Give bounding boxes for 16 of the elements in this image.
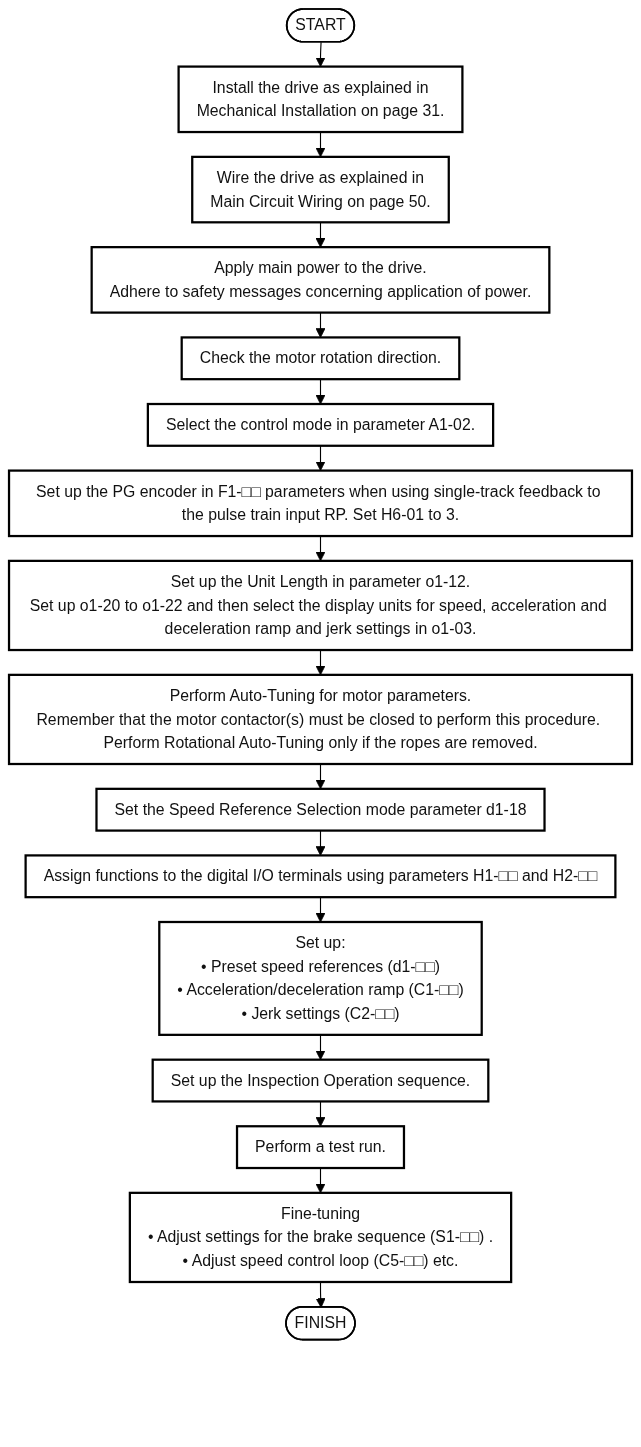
node-box: Check the motor rotation direction. — [180, 336, 461, 381]
node-box: Set up the Inspection Operation sequence. — [151, 1058, 490, 1103]
node-box: Set up the Unit Length in parameter o1-12. Set up o1-20 to o1-22 and then select the display units for speed, acceleration and deceleration ramp and jerk settings in o1-03. — [7, 559, 634, 652]
node-box: Install the drive as explained in Mechanical Installation on page 31. — [177, 65, 464, 134]
node-box: Perform a test run. — [235, 1125, 406, 1170]
node-box: Assign functions to the digital I/O terminals using parameters H1-□□ and H2-□□ — [24, 854, 617, 899]
node-box: Set the Speed Reference Selection mode parameter d1-18 — [95, 787, 546, 832]
node-box: Set up the PG encoder in F1-□□ parameters when using single-track feedback to the pulse train input RP. Set H6-01 to 3. — [7, 469, 634, 538]
node-box: Fine-tuning • Adjust settings for the brake sequence (S1-□□) . • Adjust speed control loop (C5-□□) etc. — [128, 1191, 513, 1284]
arrow — [315, 830, 326, 856]
node-box: Apply main power to the drive. Adhere to safety messages concerning application of power. — [90, 246, 551, 314]
node-box: Set up: • Preset speed references (d1-□□) • Acceleration/deceleration ramp (C1-□□) • Jerk settings (C2-□□) — [158, 920, 483, 1036]
node-box: Perform Auto-Tuning for motor parameters. Remember that the motor contactor(s) must be closed to perform this procedure. Perform Rotational Auto-Tuning only if the ropes are removed. — [7, 673, 634, 766]
arrow — [315, 312, 326, 338]
node-box: Select the control mode in parameter A1-02. — [146, 402, 495, 447]
node-box: Wire the drive as explained in Main Circuit Wiring on page 50. — [191, 155, 450, 224]
